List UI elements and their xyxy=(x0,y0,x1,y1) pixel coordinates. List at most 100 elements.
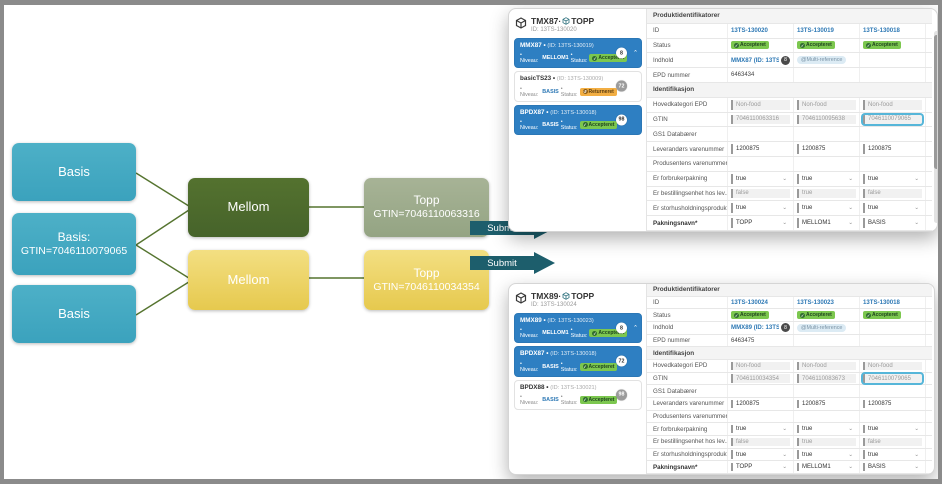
niveau-value: MELLOM1 xyxy=(542,55,569,62)
select-input[interactable]: true⌄ xyxy=(731,203,790,214)
select-input[interactable]: MELLOM1⌄ xyxy=(797,218,856,229)
table-cell: TOPP⌄ xyxy=(727,216,793,230)
select-input[interactable]: true⌄ xyxy=(863,203,922,214)
sidebar-item-meta: • Niveau:BASIS• Status:✓Accepteret xyxy=(520,361,618,373)
id-link[interactable]: 13TS-130024 xyxy=(731,299,768,306)
text-input[interactable]: 1200875 xyxy=(731,399,790,409)
product-id: ID: 13TS-130020 xyxy=(531,27,577,33)
id-link[interactable]: 13TS-130019 xyxy=(797,27,834,35)
check-icon: ✓ xyxy=(734,42,739,48)
select-input[interactable]: true⌄ xyxy=(863,450,922,459)
id-link[interactable]: 13TS-130018 xyxy=(863,299,900,306)
sidebar-item[interactable]: MMX87 • (ID: 13TS-130019)• Niveau:MELLOM… xyxy=(514,38,642,69)
select-input[interactable]: BASIS⌄ xyxy=(863,218,922,229)
table-cell: Non-food xyxy=(793,97,859,112)
select-input[interactable]: true⌄ xyxy=(863,425,922,434)
sidebar-item[interactable]: BPDX87 • (ID: 13TS-130018)• Niveau:BASIS… xyxy=(514,346,642,377)
select-input[interactable]: TOPP⌄ xyxy=(731,463,790,472)
row-label: Er bestillingsenhet hos lev... xyxy=(653,438,727,446)
niveau-value: BASIS xyxy=(542,396,559,403)
select-input[interactable]: true⌄ xyxy=(797,425,856,434)
readonly-field: Non-food xyxy=(797,99,856,110)
select-input[interactable]: true⌄ xyxy=(797,450,856,459)
sidebar-item[interactable]: BPDX87 • (ID: 13TS-130018)• Niveau:BASIS… xyxy=(514,104,642,135)
table-row: GS1 Databærer xyxy=(647,385,932,399)
sidebar-item-title: MMX89 • (ID: 13TS-130023) xyxy=(520,317,615,325)
select-input[interactable]: true⌄ xyxy=(731,173,790,184)
select-input[interactable]: true⌄ xyxy=(797,203,856,214)
check-icon: ✓ xyxy=(582,122,588,128)
table-cell xyxy=(727,385,793,398)
sidebar-item[interactable]: basicTS23 • (ID: 13TS-130009)• Niveau:BA… xyxy=(514,71,642,102)
row-label: Pakningsnavn* xyxy=(653,463,698,471)
status-label: • Status: xyxy=(560,393,578,406)
niveau-label: • Niveau: xyxy=(520,327,539,340)
text-input[interactable]: 1200875 xyxy=(731,144,790,155)
status-label: • Status: xyxy=(560,85,578,98)
vertical-scrollbar[interactable] xyxy=(934,306,935,466)
table-cell: true⌄ xyxy=(727,171,793,186)
readonly-field: 7046110063316 xyxy=(731,114,790,125)
status-badge-label: Accepteret xyxy=(598,55,625,62)
count-badge: 8 xyxy=(781,323,790,333)
row-label: ID xyxy=(653,299,660,306)
readonly-field: true xyxy=(797,437,856,447)
vertical-scrollbar[interactable] xyxy=(934,31,937,223)
table-section-header: Identifikasjon xyxy=(647,82,932,98)
text-input[interactable]: 1200875 xyxy=(863,399,922,409)
sidebar-item[interactable]: MMX89 • (ID: 13TS-130023)• Niveau:MELLOM… xyxy=(514,313,642,344)
product-sidebar: TMX87· TOPP ID: 13TS-130020 MMX87 • (ID:… xyxy=(509,9,646,231)
table-cell xyxy=(859,385,925,398)
status-badge-label: Accepteret xyxy=(806,312,832,319)
select-input[interactable]: true⌄ xyxy=(863,173,922,184)
id-link[interactable]: 13TS-130023 xyxy=(797,299,834,306)
select-input[interactable]: true⌄ xyxy=(731,425,790,434)
select-input[interactable]: true⌄ xyxy=(731,450,790,459)
chevron-up-icon[interactable]: ⌃ xyxy=(632,50,638,57)
submit-arrow-label: Submit xyxy=(470,256,534,270)
scrollbar-thumb[interactable] xyxy=(934,309,935,421)
empty-cell xyxy=(925,112,932,127)
box-label: Topp xyxy=(413,193,440,208)
niveau-label: • Niveau: xyxy=(520,52,539,65)
text-input[interactable]: 1200875 xyxy=(863,144,922,155)
count-badge: 8 xyxy=(781,55,790,65)
sidebar-item-id: (ID: 13TS-130023) xyxy=(547,318,594,324)
sidebar-item[interactable]: BPDX88 • (ID: 13TS-130021)• Niveau:BASIS… xyxy=(514,379,642,410)
status-badge-label: Accepteret xyxy=(872,42,898,49)
select-input[interactable]: true⌄ xyxy=(797,173,856,184)
chevron-down-icon: ⌄ xyxy=(914,426,919,433)
sidebar-item-name: basicTS23 • xyxy=(520,75,557,83)
sidebar-item-title: BPDX87 • (ID: 13TS-130018) xyxy=(520,109,615,117)
sidebar-item-title: basicTS23 • (ID: 13TS-130009) xyxy=(520,75,615,83)
text-input[interactable]: 1200875 xyxy=(797,144,856,155)
status-badge: ✓Accepteret xyxy=(579,395,618,404)
status-badge: ✓Accepteret xyxy=(579,120,618,129)
text-input[interactable]: 1200875 xyxy=(797,399,856,409)
page-title: TMX87· TOPP xyxy=(531,16,594,26)
check-icon: ✓ xyxy=(592,330,598,336)
row-label: EPD nummer xyxy=(653,71,691,79)
chevron-down-icon: ⌄ xyxy=(782,175,787,182)
select-input[interactable]: MELLOM1⌄ xyxy=(797,463,856,472)
select-input[interactable]: TOPP⌄ xyxy=(731,218,790,229)
table-row: Pakningsnavn*TOPP⌄MELLOM1⌄BASIS⌄ xyxy=(647,216,932,231)
package-icon xyxy=(562,292,570,300)
id-link[interactable]: 13TS-130020 xyxy=(731,27,768,35)
chevron-up-icon[interactable]: ⌃ xyxy=(632,325,638,332)
status-badge: ✓Accepteret xyxy=(863,311,901,320)
scrollbar-thumb[interactable] xyxy=(934,34,937,170)
table-cell: Non-food xyxy=(793,360,859,372)
table-cell xyxy=(793,68,859,82)
content-ref-link[interactable]: MMX87 (ID: 13TS... xyxy=(731,56,779,64)
table-cell: 7046110079065 xyxy=(859,112,925,127)
select-input[interactable]: BASIS⌄ xyxy=(863,463,922,472)
id-link[interactable]: 13TS-130018 xyxy=(863,27,900,35)
gtin-field-highlighted: 7046110079065 xyxy=(863,374,922,383)
box-label: Basis: xyxy=(57,229,91,244)
table-cell: false xyxy=(859,186,925,201)
content-ref-link[interactable]: MMX89 (ID: 13TS... xyxy=(731,324,779,332)
